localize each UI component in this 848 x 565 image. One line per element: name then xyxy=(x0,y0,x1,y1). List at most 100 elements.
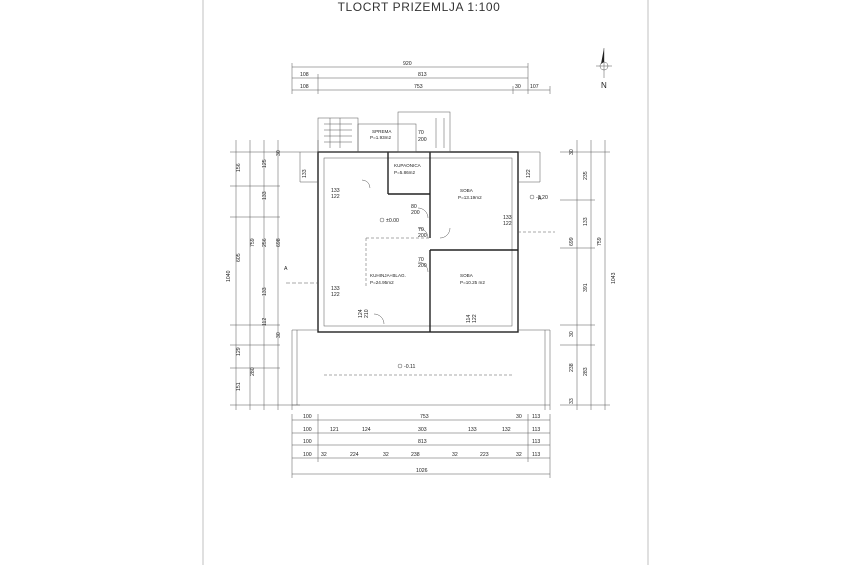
stair-annex xyxy=(299,111,541,183)
room-name: SOBA xyxy=(460,188,474,193)
opening-label: 80 xyxy=(411,204,417,210)
room-area: P=5.86m2 xyxy=(394,170,416,175)
dim-label: 813 xyxy=(418,72,427,78)
dim-label: 1043 xyxy=(611,272,617,284)
dim-label: 30 xyxy=(569,149,575,155)
dim-label: 113 xyxy=(532,452,540,458)
dim-label: 133 xyxy=(262,287,268,296)
bottom-dimensions: 100 753 30 113 100 121 124 303 133 132 1… xyxy=(291,414,551,478)
dim-label: 223 xyxy=(480,452,489,458)
room-name: SPREMA xyxy=(372,129,392,134)
level-label: ±0.00 xyxy=(386,218,399,224)
dim-label: 280 xyxy=(250,367,256,376)
door-swings xyxy=(361,179,555,325)
dim-label: 108 xyxy=(300,84,309,90)
dim-label: 133 xyxy=(262,191,268,200)
dim-label: 30 xyxy=(569,331,575,337)
dim-label: 698 xyxy=(276,238,282,247)
dim-label: 303 xyxy=(418,427,427,433)
dim-label: 121 xyxy=(330,427,339,433)
room-area: P=10.25 m2 xyxy=(460,280,485,285)
opening-label: 70 xyxy=(418,130,424,136)
top-dimensions: 920 108 813 108 753 30 107 xyxy=(291,61,551,94)
dim-label: 129 xyxy=(236,347,242,356)
dim-label: 107 xyxy=(530,84,539,90)
dim-label: 759 xyxy=(250,238,256,247)
dim-label: 813 xyxy=(418,439,427,445)
dim-label: 283 xyxy=(583,367,589,376)
level-label: -0.20 xyxy=(536,195,548,201)
opening-label: 124 xyxy=(358,309,364,318)
building-walls xyxy=(291,140,551,410)
dim-label: 32 xyxy=(516,452,522,458)
north-label: N xyxy=(601,81,607,90)
opening-label: 122 xyxy=(331,292,340,298)
opening-label: 200 xyxy=(418,233,427,239)
dim-label: 100 xyxy=(303,439,312,445)
dim-label: 30 xyxy=(515,84,521,90)
opening-label: 200 xyxy=(411,210,420,216)
dim-label: 920 xyxy=(403,61,412,67)
opening-annotations: 70 200 133 122 133 122 80 200 70 200 70 … xyxy=(302,130,532,323)
dim-label: 125 xyxy=(262,159,268,168)
dim-label: 100 xyxy=(303,414,312,420)
opening-label: 133 xyxy=(302,169,308,178)
dim-label: 605 xyxy=(236,253,242,262)
dim-label: 100 xyxy=(303,452,312,458)
opening-label: 70 xyxy=(418,227,424,233)
dim-label: 30 xyxy=(516,414,522,420)
room-name: KUPAONICA xyxy=(394,163,422,168)
dim-label: 113 xyxy=(532,414,540,420)
dim-label: 759 xyxy=(597,237,603,246)
dim-label: 113 xyxy=(532,439,540,445)
dim-label: 108 xyxy=(300,72,309,78)
opening-label: 200 xyxy=(418,263,427,269)
dim-label: 30 xyxy=(276,332,282,338)
room-name: SOBA xyxy=(460,273,474,278)
dim-label: 1026 xyxy=(416,468,428,474)
dim-label: 32 xyxy=(383,452,389,458)
dim-label: 1040 xyxy=(226,270,232,282)
right-dimensions: 235 133 699 759 1043 391 238 283 30 30 3… xyxy=(560,140,617,410)
dim-label: 32 xyxy=(321,452,327,458)
opening-label: 70 xyxy=(418,257,424,263)
room-area: P=1.93m2 xyxy=(370,135,392,140)
dim-label: 391 xyxy=(583,283,589,292)
opening-label: 114 xyxy=(466,315,472,323)
dim-label: 238 xyxy=(411,452,420,458)
dim-label: 235 xyxy=(583,171,589,180)
room-name: KUHINJA+BLAG. xyxy=(370,273,406,278)
level-marks: ±0.00 -0.20 -0.11 xyxy=(379,194,548,370)
room-area: P=24.95m2 xyxy=(370,280,394,285)
opening-label: 122 xyxy=(526,169,532,178)
opening-label: 122 xyxy=(503,221,512,227)
room-labels: SPREMA P=1.93m2 KUPAONICA P=5.86m2 SOBA … xyxy=(370,129,485,285)
dim-label: 132 xyxy=(502,427,511,433)
dim-label: 238 xyxy=(569,363,575,372)
dim-label: 699 xyxy=(569,237,575,246)
dim-label: 753 xyxy=(414,84,423,90)
section-label-left: A xyxy=(284,266,288,272)
left-dimensions: 156 125 133 759 256 698 1040 605 133 112… xyxy=(226,140,300,410)
dim-label: 112 xyxy=(262,318,268,326)
dim-label: 30 xyxy=(276,150,282,156)
dim-label: 133 xyxy=(468,427,477,433)
dim-label: 156 xyxy=(236,163,242,172)
dim-label: 151 xyxy=(236,382,242,391)
section-markers: A A xyxy=(284,196,542,284)
north-arrow-icon: N xyxy=(596,48,612,90)
dim-label: 133 xyxy=(583,217,589,226)
opening-label: 133 xyxy=(503,215,512,221)
dim-label: 256 xyxy=(262,238,268,247)
opening-label: 133 xyxy=(331,188,340,194)
dim-label: 113 xyxy=(532,427,540,433)
dim-label: 100 xyxy=(303,427,312,433)
room-area: P=13.19m2 xyxy=(458,195,482,200)
level-marker-icon xyxy=(529,194,535,200)
dim-label: 224 xyxy=(350,452,359,458)
level-marker-icon xyxy=(397,363,403,369)
dim-label: 753 xyxy=(420,414,429,420)
drawing-title: TLOCRT PRIZEMLJA 1:100 xyxy=(337,0,501,14)
opening-label: 133 xyxy=(331,286,340,292)
level-label: -0.11 xyxy=(404,364,416,370)
